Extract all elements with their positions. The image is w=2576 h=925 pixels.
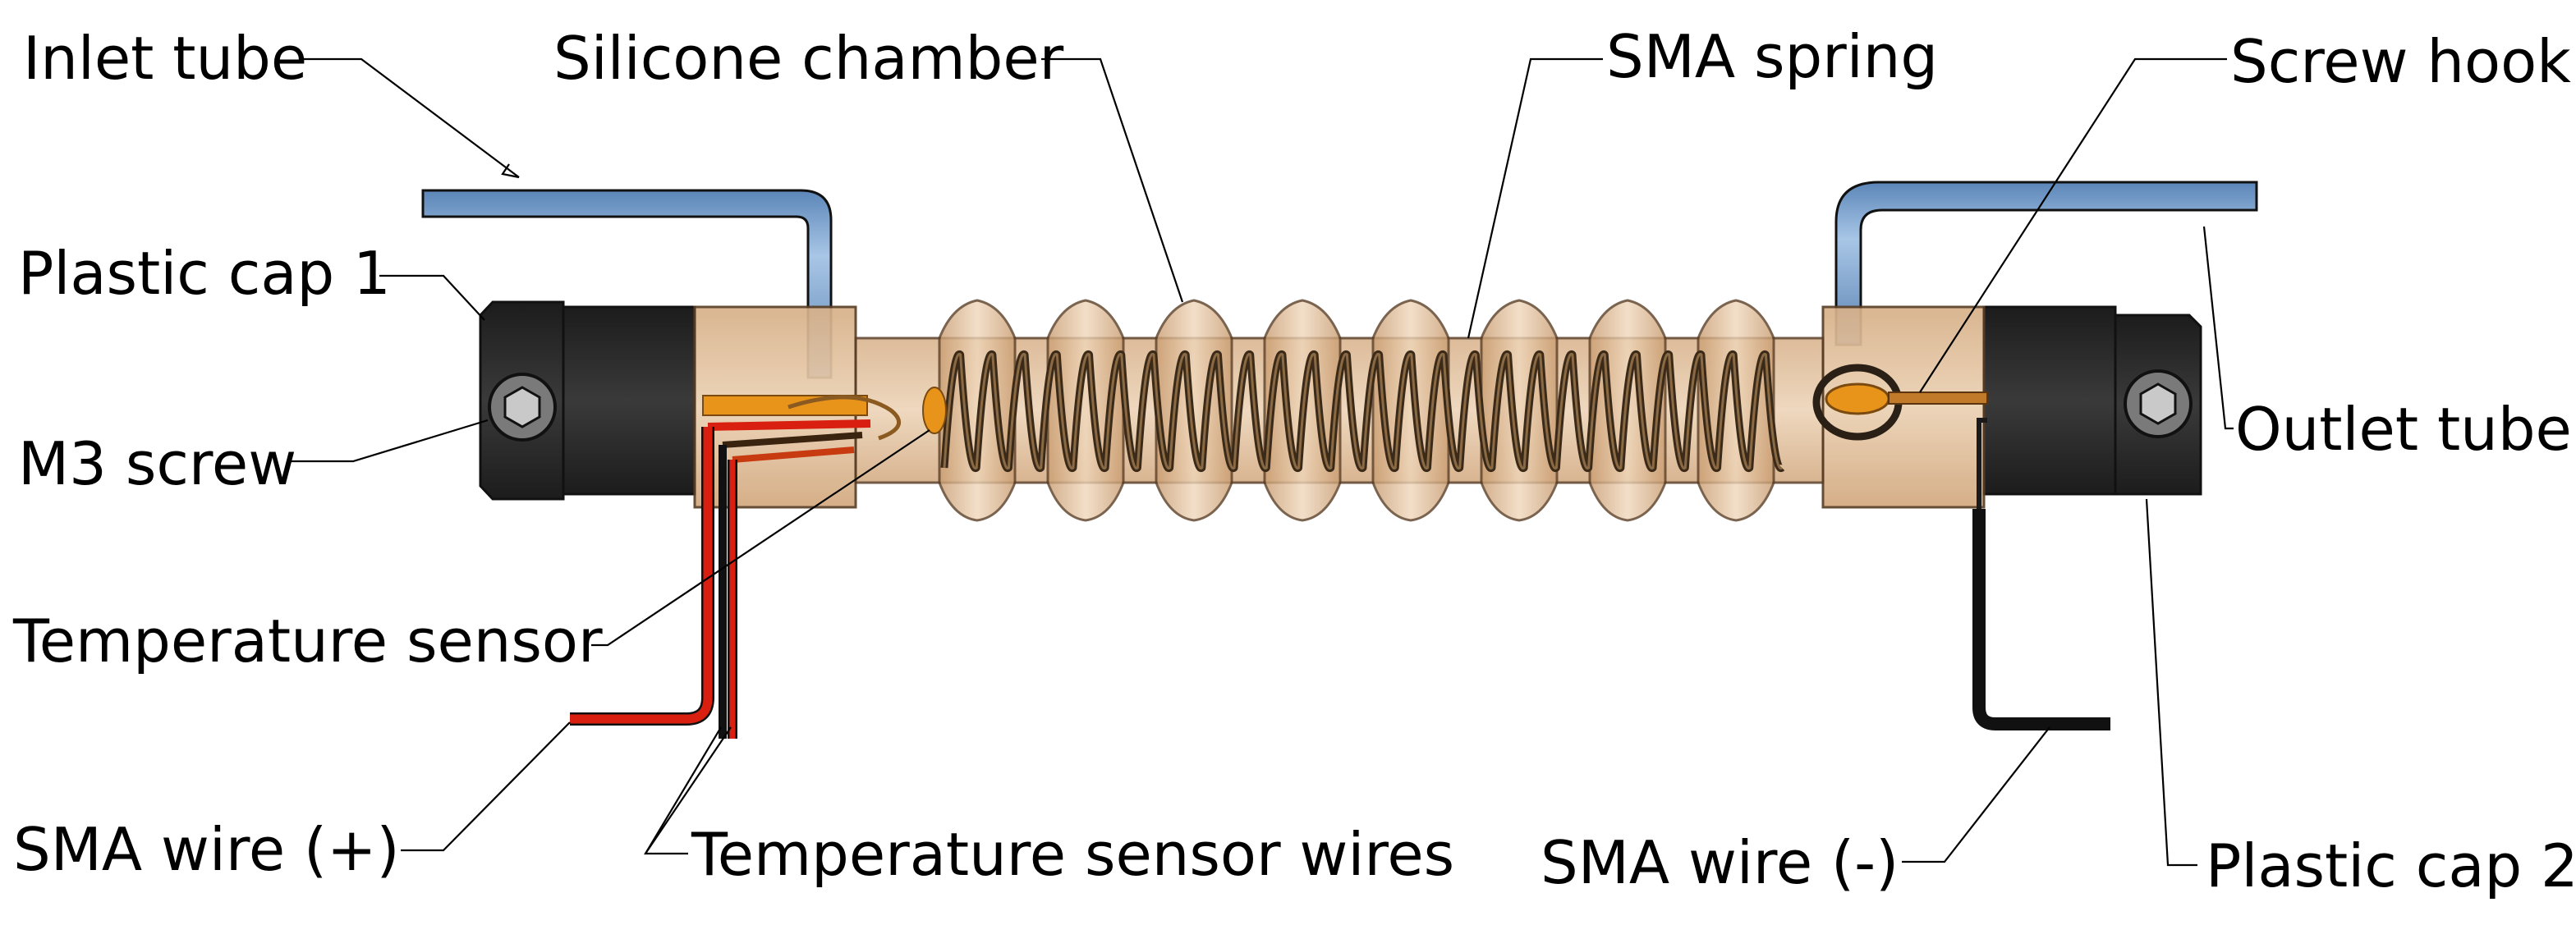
leader-lines [289, 57, 2234, 867]
sma-spring [940, 350, 1785, 473]
label-silicone-chamber: Silicone chamber [553, 24, 1064, 93]
temperature-sensor-wires [719, 445, 737, 739]
temperature-sensor [702, 387, 947, 463]
label-sma-spring: SMA spring [1606, 22, 1938, 91]
screw-hook [1812, 364, 1988, 509]
label-screw-hook: Screw hook [2230, 27, 2571, 96]
label-temperature-sensor-wires: Temperature sensor wires [691, 820, 1454, 889]
label-temperature-sensor: Temperature sensor [12, 607, 603, 675]
plastic-cap-1 [479, 300, 696, 501]
label-plastic-cap-2: Plastic cap 2 [2206, 831, 2576, 900]
label-plastic-cap-1: Plastic cap 1 [18, 239, 391, 308]
label-outlet-tube: Outlet tube [2235, 395, 2572, 464]
label-sma-wire-plus: SMA wire (+) [13, 815, 400, 884]
sma-wire-plus [570, 427, 714, 726]
label-sma-wire-minus: SMA wire (-) [1541, 828, 1899, 897]
plastic-cap-2 [1982, 305, 2202, 496]
label-inlet-tube: Inlet tube [23, 24, 307, 93]
label-m3-screw: M3 screw [18, 429, 296, 498]
sma-wire-minus [1972, 509, 2110, 730]
